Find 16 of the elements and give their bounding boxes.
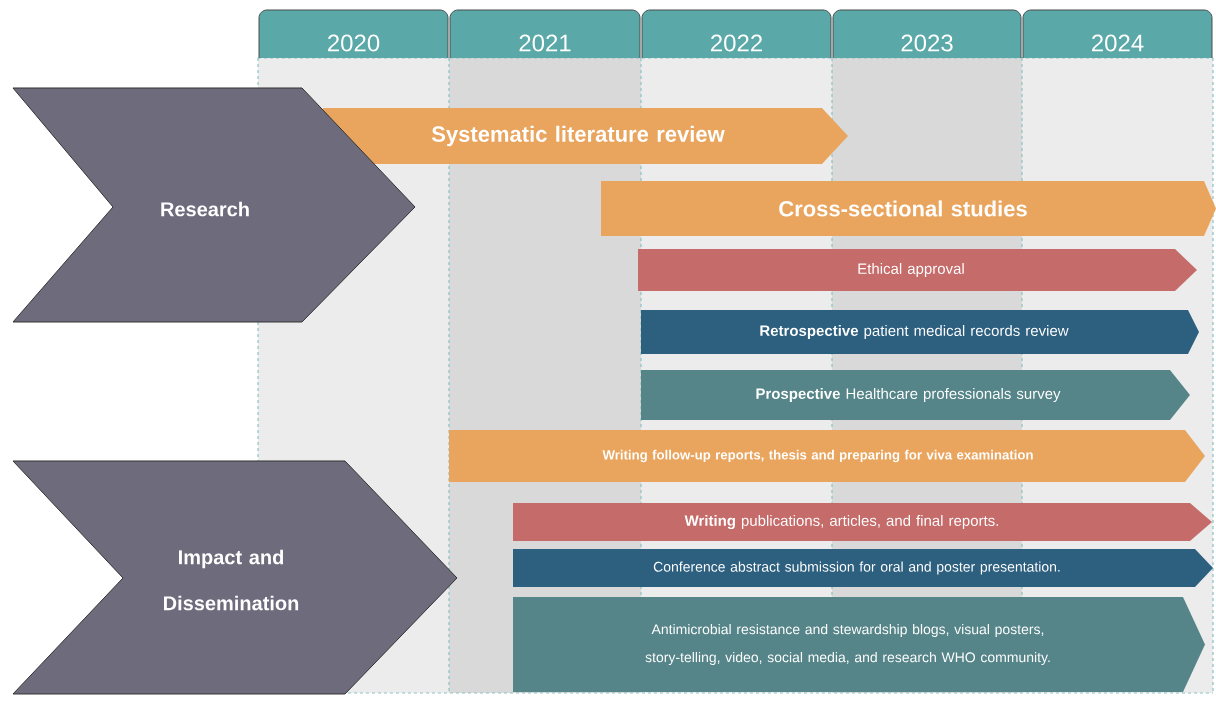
task-banner: Antimicrobial resistance and stewardship blogs, visual posters, story-telling, video, social media, and research WHO community.	[513, 597, 1205, 692]
task-banner: Cross-sectional studies	[601, 181, 1216, 236]
task-banner: Ethical approval	[638, 249, 1197, 291]
year-tab: 2020	[258, 9, 449, 59]
task-banner: Systematic literature review	[323, 108, 848, 164]
task-banner: Writing follow-up reports, thesis and preparing for viva examination	[449, 430, 1205, 482]
task-banner: Retrospective patient medical records review	[641, 310, 1199, 354]
task-banner: Prospective Healthcare professionals survey	[641, 370, 1190, 420]
year-tab: 2021	[449, 9, 641, 59]
task-banner: Conference abstract submission for oral and poster presentation.	[513, 549, 1213, 587]
year-tab: 2022	[641, 9, 832, 59]
year-tab: 2024	[1022, 9, 1213, 59]
year-tab: 2023	[832, 9, 1022, 59]
phase-banner: Research	[12, 87, 416, 323]
phase-banner: Impact and Dissemination	[12, 460, 458, 695]
task-banner: Writing publications, articles, and final reports.	[513, 503, 1212, 541]
